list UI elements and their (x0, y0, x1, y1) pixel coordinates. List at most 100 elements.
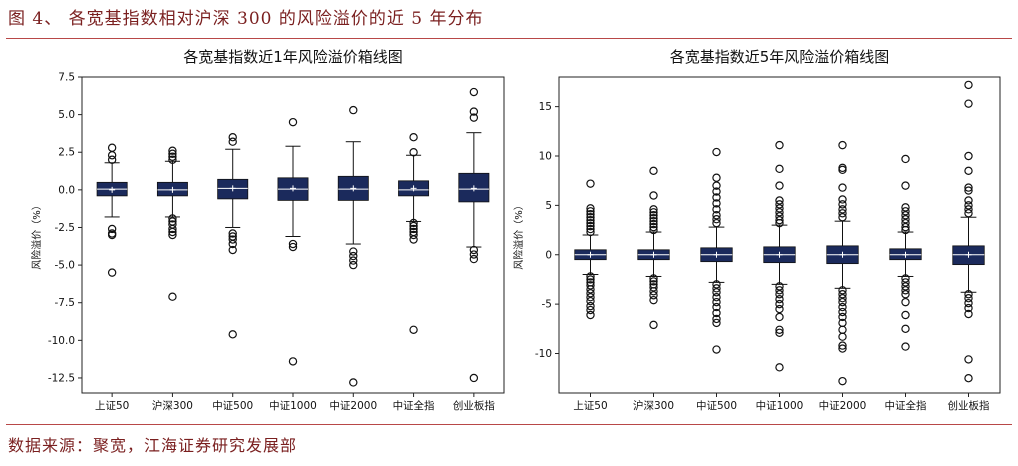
outlier-point (838, 205, 847, 214)
outlier-point (586, 285, 595, 294)
outlier-point (469, 254, 479, 264)
box-创业板指 (952, 80, 985, 383)
outlier-point (409, 230, 418, 240)
outlier-point (409, 235, 418, 244)
x-tick-label: 上证50 (573, 400, 607, 412)
outlier-point (649, 320, 658, 330)
outlier-point (586, 281, 595, 290)
outlier-point (586, 215, 595, 225)
outlier-point (349, 247, 358, 256)
outlier-point (168, 214, 177, 223)
outlier-point (901, 154, 910, 164)
outlier-point (901, 282, 910, 291)
outlier-point (107, 224, 117, 234)
x-tick-label: 中证500 (696, 399, 737, 412)
outlier-point (228, 245, 237, 255)
outlier-point (775, 140, 784, 150)
outlier-point (964, 201, 973, 210)
outlier-point (712, 284, 721, 293)
outlier-point (838, 297, 847, 307)
outlier-point (964, 209, 973, 218)
outlier-point (775, 312, 784, 322)
outlier-point (409, 224, 418, 234)
outlier-point (168, 227, 177, 237)
box-中证500 (217, 132, 249, 339)
x-tick-label: 中证500 (212, 399, 253, 412)
box-上证50 (96, 143, 128, 277)
outlier-point (409, 132, 418, 142)
outlier-point (409, 221, 418, 231)
source-note: 数据来源：聚宽，江海证券研究发展部 (8, 436, 298, 455)
outlier-point (964, 196, 973, 205)
outlier-point (168, 292, 177, 301)
outlier-point (775, 328, 784, 337)
outlier-point (775, 286, 784, 295)
outlier-point (964, 373, 973, 383)
bottom-rule (6, 424, 1012, 425)
top-rule (6, 38, 1012, 39)
outlier-point (901, 207, 910, 216)
outlier-point (409, 148, 418, 157)
chart-title: 各宽基指数近5年风险溢价箱线图 (670, 48, 890, 66)
x-tick-label: 中证2000 (329, 399, 377, 412)
outlier-point (649, 295, 658, 305)
outlier-point (901, 181, 910, 190)
outlier-point (586, 275, 595, 284)
outlier-point (712, 297, 721, 307)
outlier-point (964, 303, 973, 313)
outlier-point (838, 140, 847, 150)
outlier-point (168, 224, 177, 234)
outlier-point (228, 229, 237, 238)
y-tick-label: 0.0 (58, 184, 75, 196)
outlier-point (712, 193, 721, 202)
outlier-point (649, 191, 658, 200)
outlier-point (586, 179, 595, 188)
y-tick-label: 10 (539, 151, 552, 163)
y-tick-label: 5 (545, 200, 552, 212)
outlier-point (838, 165, 847, 175)
y-tick-label: -7.5 (55, 297, 76, 309)
y-tick-label: 15 (539, 101, 552, 113)
outlier-point (775, 282, 784, 291)
outlier-point (775, 290, 784, 299)
outlier-point (775, 218, 784, 228)
y-axis-label: 风险溢价（%） (512, 200, 525, 270)
outlier-point (469, 373, 479, 383)
outlier-point (228, 330, 237, 339)
outlier-point (469, 245, 479, 255)
box-中证500 (700, 147, 733, 354)
outlier-point (964, 309, 973, 319)
outlier-point (586, 227, 595, 237)
outlier-point (775, 204, 784, 213)
y-tick-label: 5.0 (58, 109, 75, 121)
outlier-point (586, 207, 595, 216)
outlier-point (649, 225, 658, 235)
outlier-point (964, 151, 973, 161)
outlier-point (901, 222, 910, 232)
outlier-point (649, 277, 658, 286)
outlier-point (586, 289, 595, 298)
outlier-point (649, 166, 658, 176)
outlier-point (838, 183, 847, 192)
chart-title: 各宽基指数近1年风险溢价箱线图 (183, 48, 403, 66)
outlier-point (228, 235, 237, 244)
x-tick-label: 中证1000 (756, 399, 804, 412)
y-tick-label: -5 (542, 299, 552, 311)
outlier-point (649, 274, 658, 283)
outlier-point (649, 222, 658, 232)
outlier-point (712, 345, 721, 354)
outlier-point (469, 250, 479, 259)
outlier-point (469, 87, 479, 97)
box-中证2000 (337, 105, 369, 387)
outlier-point (586, 221, 595, 231)
x-tick-label: 创业板指 (948, 399, 990, 412)
box-沪深300 (156, 146, 188, 301)
outlier-point (775, 304, 784, 314)
outlier-point (901, 225, 910, 235)
outlier-point (964, 80, 973, 90)
outlier-point (288, 117, 298, 127)
outlier-point (712, 147, 721, 157)
box-沪深300 (637, 166, 670, 330)
outlier-point (901, 211, 910, 220)
outlier-point (838, 290, 847, 299)
